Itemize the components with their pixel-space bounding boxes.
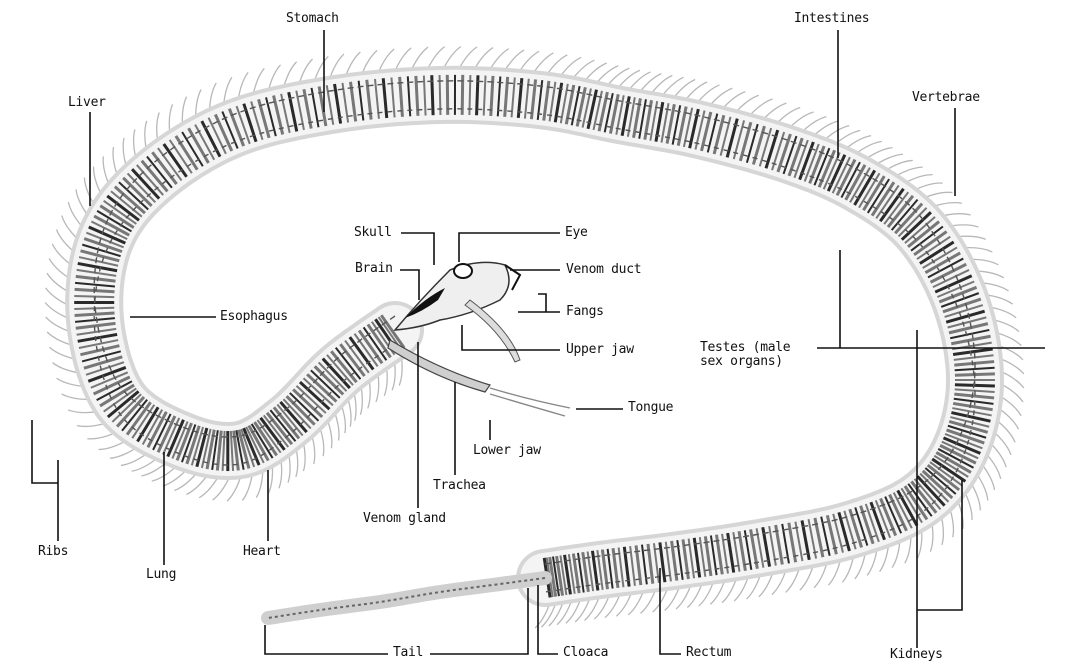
leader-skull [401, 233, 434, 265]
label-vertebrae: Vertebrae [912, 91, 980, 105]
leader-ribs [32, 420, 58, 541]
label-venom-duct: Venom duct [566, 263, 641, 277]
label-eye: Eye [565, 226, 588, 240]
leader-eye [459, 233, 560, 262]
snake-body-illustration [45, 47, 1024, 629]
label-brain: Brain [355, 262, 393, 276]
label-skull: Skull [354, 226, 392, 240]
label-lower-jaw: Lower jaw [473, 444, 541, 458]
label-cloaca: Cloaca [563, 646, 608, 660]
label-venom-gland: Venom gland [363, 512, 446, 526]
label-fangs: Fangs [566, 305, 604, 319]
eye-illustration [454, 264, 472, 278]
label-testes: Testes (male sex organs) [700, 341, 790, 369]
label-intestines: Intestines [794, 12, 869, 26]
leader-fangs [518, 294, 560, 312]
label-liver: Liver [68, 96, 106, 110]
label-tongue: Tongue [628, 401, 673, 415]
trachea-illustration [388, 340, 490, 392]
label-rectum: Rectum [686, 646, 731, 660]
label-tail: Tail [393, 646, 423, 660]
label-heart: Heart [243, 545, 281, 559]
lower-jaw-illustration [465, 300, 520, 362]
label-lung: Lung [146, 568, 176, 582]
leader-brain [400, 270, 419, 300]
label-trachea: Trachea [433, 479, 486, 493]
label-kidneys: Kidneys [890, 648, 943, 662]
label-stomach: Stomach [286, 12, 339, 26]
label-upper-jaw: Upper jaw [566, 343, 634, 357]
tongue-illustration [490, 388, 570, 416]
label-esophagus: Esophagus [220, 310, 288, 324]
label-ribs: Ribs [38, 545, 68, 559]
